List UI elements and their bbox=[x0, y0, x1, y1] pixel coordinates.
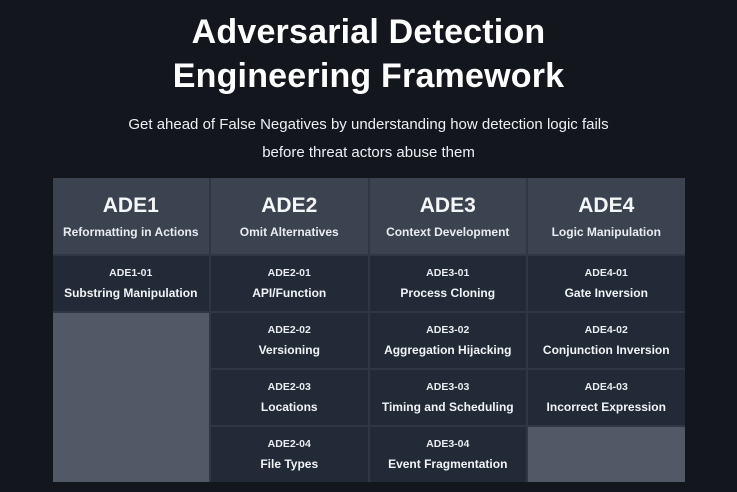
empty-cell-ade4 bbox=[528, 427, 685, 482]
header-id: ADE4 bbox=[578, 193, 635, 217]
technique-cell-ade2-03[interactable]: ADE2-03 Locations bbox=[211, 370, 368, 425]
technique-code: ADE3-04 bbox=[426, 438, 470, 450]
matrix-header-ade1[interactable]: ADE1 Reformatting in Actions bbox=[52, 178, 209, 254]
technique-name: Locations bbox=[260, 400, 318, 414]
technique-cell-ade3-04[interactable]: ADE3-04 Event Fragmentation bbox=[369, 427, 526, 482]
technique-code: ADE2-02 bbox=[267, 324, 311, 336]
technique-cell-ade2-01[interactable]: ADE2-01 API/Function bbox=[211, 256, 368, 311]
technique-name: Process Cloning bbox=[400, 286, 496, 300]
page-subtitle-line2: before threat actors abuse them bbox=[262, 144, 475, 161]
technique-name: Timing and Scheduling bbox=[381, 400, 514, 414]
matrix-header-ade3[interactable]: ADE3 Context Development bbox=[369, 178, 526, 254]
technique-name: Conjunction Inversion bbox=[542, 343, 670, 357]
technique-name: Aggregation Hijacking bbox=[384, 343, 512, 357]
technique-code: ADE1-01 bbox=[109, 267, 153, 279]
header-name: Context Development bbox=[386, 224, 510, 239]
empty-cell-ade1 bbox=[52, 313, 209, 482]
technique-cell-ade3-01[interactable]: ADE3-01 Process Cloning bbox=[369, 256, 526, 311]
technique-code: ADE2-03 bbox=[267, 381, 311, 393]
technique-cell-ade4-01[interactable]: ADE4-01 Gate Inversion bbox=[528, 256, 685, 311]
technique-cell-ade3-02[interactable]: ADE3-02 Aggregation Hijacking bbox=[369, 313, 526, 368]
header-name: Reformatting in Actions bbox=[62, 224, 199, 239]
page-subtitle-line1: Get ahead of False Negatives by understa… bbox=[128, 116, 609, 133]
technique-code: ADE2-01 bbox=[267, 267, 311, 279]
page-title-line2: Engineering Framework bbox=[172, 57, 565, 95]
technique-cell-ade3-03[interactable]: ADE3-03 Timing and Scheduling bbox=[369, 370, 526, 425]
technique-name: Versioning bbox=[258, 343, 320, 357]
matrix-header-ade4[interactable]: ADE4 Logic Manipulation bbox=[528, 178, 685, 254]
technique-code: ADE2-04 bbox=[267, 438, 311, 450]
hero-section: Adversarial Detection Engineering Framew… bbox=[0, 0, 737, 167]
technique-code: ADE3-01 bbox=[426, 267, 470, 279]
page-subtitle: Get ahead of False Negatives by understa… bbox=[0, 111, 737, 167]
header-name: Omit Alternatives bbox=[239, 224, 339, 239]
technique-code: ADE3-02 bbox=[426, 324, 470, 336]
technique-code: ADE4-01 bbox=[584, 267, 628, 279]
technique-cell-ade1-01[interactable]: ADE1-01 Substring Manipulation bbox=[52, 256, 209, 311]
header-id: ADE3 bbox=[419, 193, 476, 217]
technique-name: Substring Manipulation bbox=[64, 286, 198, 300]
technique-name: Incorrect Expression bbox=[546, 400, 666, 414]
header-id: ADE1 bbox=[102, 193, 159, 217]
framework-matrix: ADE1 Reformatting in Actions ADE2 Omit A… bbox=[52, 178, 685, 482]
technique-name: API/Function bbox=[252, 286, 327, 300]
technique-cell-ade4-02[interactable]: ADE4-02 Conjunction Inversion bbox=[528, 313, 685, 368]
page-title: Adversarial Detection Engineering Framew… bbox=[0, 10, 737, 98]
matrix-header-ade2[interactable]: ADE2 Omit Alternatives bbox=[211, 178, 368, 254]
technique-cell-ade2-04[interactable]: ADE2-04 File Types bbox=[211, 427, 368, 482]
technique-code: ADE4-03 bbox=[584, 381, 628, 393]
technique-code: ADE4-02 bbox=[584, 324, 628, 336]
technique-cell-ade4-03[interactable]: ADE4-03 Incorrect Expression bbox=[528, 370, 685, 425]
technique-name: Event Fragmentation bbox=[388, 457, 508, 471]
technique-cell-ade2-02[interactable]: ADE2-02 Versioning bbox=[211, 313, 368, 368]
technique-name: Gate Inversion bbox=[564, 286, 648, 300]
page-title-line1: Adversarial Detection bbox=[191, 13, 546, 51]
header-id: ADE2 bbox=[261, 193, 318, 217]
technique-name: File Types bbox=[260, 457, 319, 471]
header-name: Logic Manipulation bbox=[551, 224, 661, 239]
technique-code: ADE3-03 bbox=[426, 381, 470, 393]
